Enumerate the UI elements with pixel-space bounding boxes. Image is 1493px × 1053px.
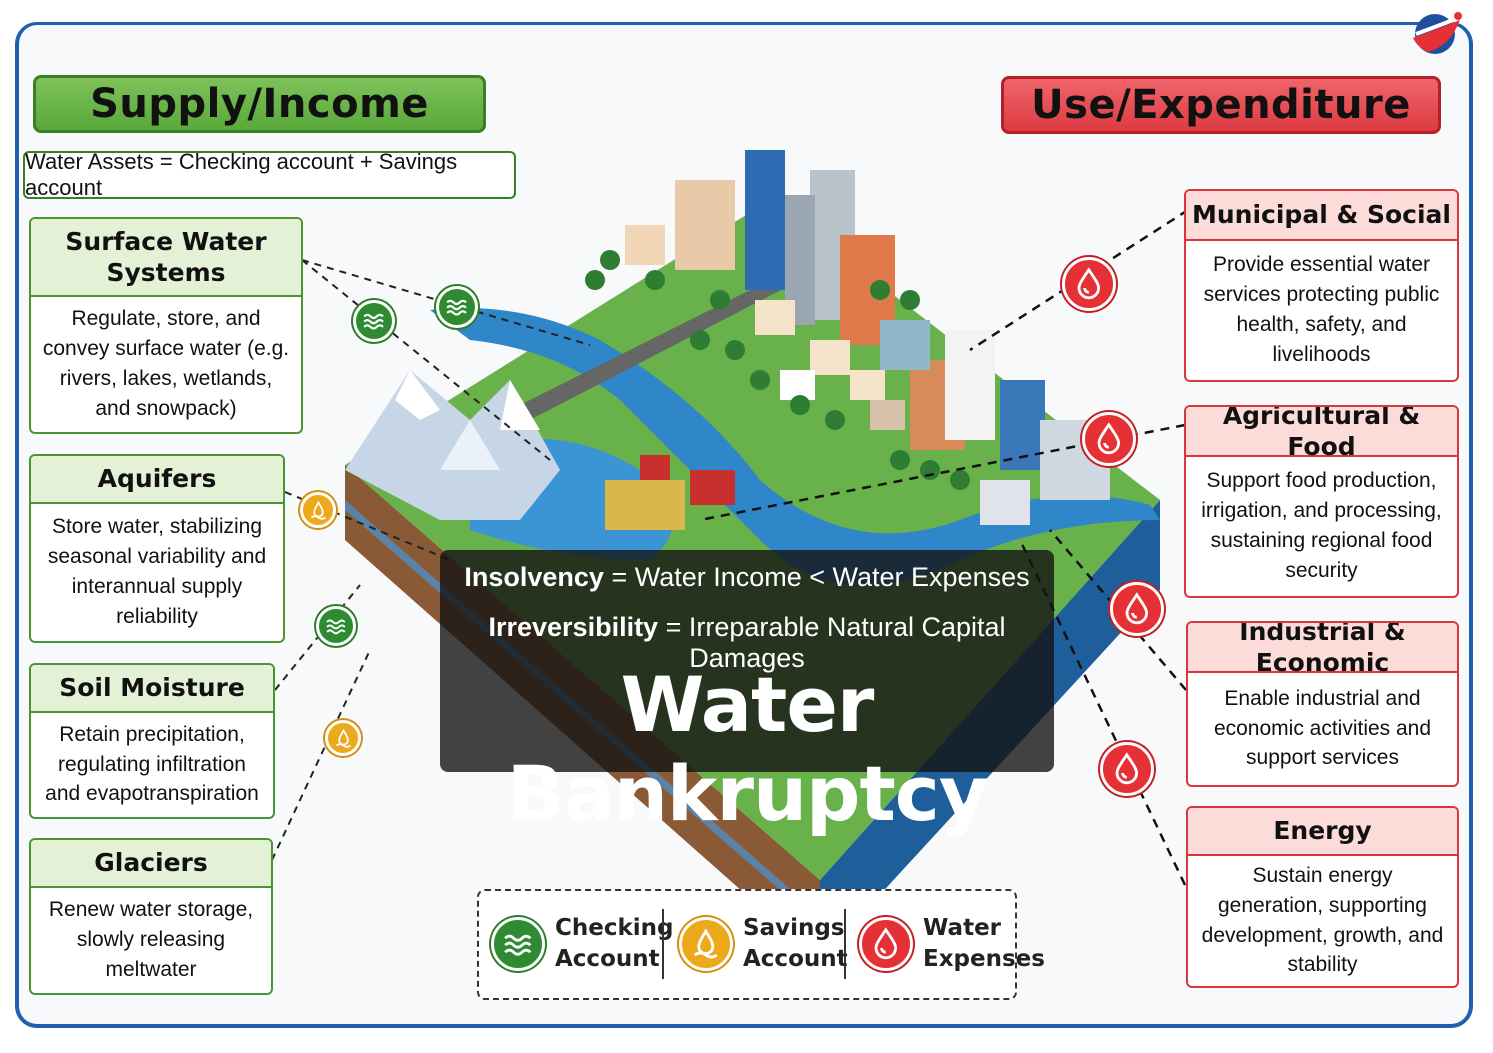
water-expense-icon [1062,257,1116,311]
water-expense-icon [1082,412,1136,466]
card-body: Store water, stabilizing seasonal variab… [47,515,267,628]
irreversibility-definition: = Irreparable Natural Capital Damages [658,612,1006,673]
card-body: Sustain energy generation, supporting de… [1201,863,1444,977]
card-title: Aquifers [31,456,283,504]
card-title: Agricultural & Food [1186,407,1457,461]
insolvency-equation: Insolvency = Water Income < Water Expens… [440,562,1054,593]
irreversibility-term: Irreversibility [488,612,659,642]
checking-account-icon [436,286,478,328]
card-body: Regulate, store, and convey surface wate… [42,307,290,420]
card-body: Support food production, irrigation, and… [1201,469,1442,582]
card-title: Soil Moisture [31,665,273,713]
legend-divider [844,909,846,979]
checking-account-icon [353,300,395,342]
legend-divider [662,909,664,979]
industrial-economic-card: Industrial & Economic Enable industrial … [1186,621,1459,787]
savings-account-icon [679,917,733,971]
water-expense-icon [1110,582,1164,636]
savings-account-icon [300,492,336,528]
card-body: Retain precipitation, regulating infiltr… [45,722,259,806]
card-body: Renew water storage, slowly releasing me… [48,898,254,981]
legend-label-line1: Savings [743,914,845,941]
water-bankruptcy-title: Water Bankruptcy [506,660,989,838]
use-expenditure-header: Use/Expenditure [1001,76,1441,134]
card-title: Glaciers [31,840,271,888]
legend-label-line2: Account [555,946,660,972]
water-expense-icon [1100,742,1154,796]
agricultural-food-card: Agricultural & Food Support food product… [1184,405,1459,598]
insolvency-term: Insolvency [464,562,604,592]
municipal-social-card: Municipal & Social Provide essential wat… [1184,189,1459,382]
card-title: Energy [1188,808,1457,856]
savings-account-icon [325,720,361,756]
legend-label-line1: Water [923,914,1002,941]
irreversibility-equation: Irreversibility = Irreparable Natural Ca… [440,612,1054,674]
insolvency-definition: = Water Income < Water Expenses [603,562,1030,592]
card-body: Provide essential water services protect… [1203,253,1440,366]
glaciers-card: Glaciers Renew water storage, slowly rel… [29,838,273,995]
legend-label-line2: Account [743,946,848,972]
legend-label-line1: Checking [555,914,674,941]
logo-icon [1413,12,1462,54]
card-title: Industrial & Economic [1188,623,1457,677]
legend-label-line2: Expenses [923,946,1045,972]
water-expense-icon [859,917,913,971]
checking-account-icon [491,917,545,971]
surface-water-systems-card: Surface Water Systems Regulate, store, a… [29,217,303,434]
soil-moisture-card: Soil Moisture Retain precipitation, regu… [29,663,275,819]
supply-income-header: Supply/Income [33,75,486,133]
aquifers-card: Aquifers Store water, stabilizing season… [29,454,285,643]
card-title: Surface Water Systems [31,219,301,297]
water-bankruptcy-box: Insolvency = Water Income < Water Expens… [440,550,1054,838]
card-body: Enable industrial and economic activitie… [1213,686,1432,770]
energy-card: Energy Sustain energy generation, suppor… [1186,806,1459,988]
card-title: Municipal & Social [1186,191,1457,241]
checking-account-icon [316,606,356,646]
water-assets-equation: Water Assets = Checking account + Saving… [23,149,516,200]
